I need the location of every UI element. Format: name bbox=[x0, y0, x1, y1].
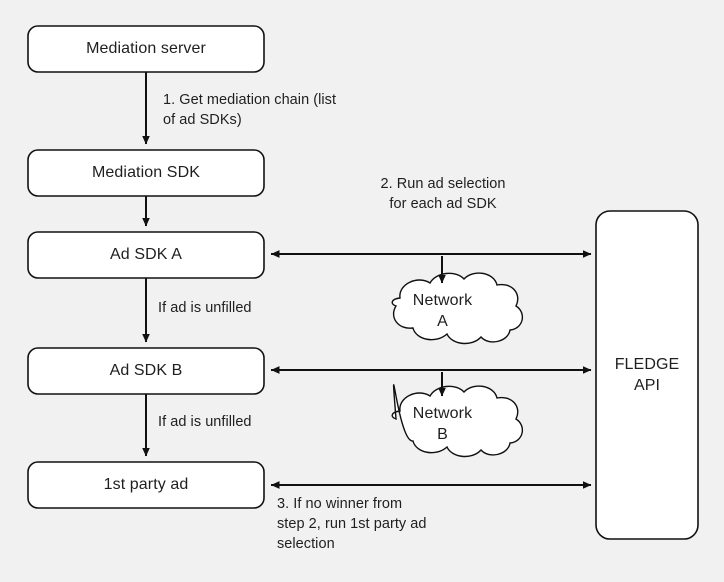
edge-label-step-1: 1. Get mediation chain (list of ad SDKs) bbox=[163, 92, 337, 128]
node-ad-sdk-a-shape bbox=[27, 231, 265, 279]
edge-label-ad-sdk-b-unfilled: If ad is unfilled bbox=[158, 414, 252, 430]
node-mediation-sdk-shape bbox=[27, 149, 265, 197]
cloud-network-a-shape bbox=[391, 272, 524, 345]
node-ad-sdk-b-shape bbox=[27, 347, 265, 395]
node-fledge-api-shape bbox=[595, 210, 699, 540]
node-mediation-server-shape bbox=[27, 25, 265, 73]
node-first-party-ad-shape bbox=[27, 461, 265, 509]
edge-label-step-2: 2. Run ad selection for each ad SDK bbox=[380, 176, 506, 212]
edge-label-step-3: 3. If no winner from step 2, run 1st par… bbox=[277, 496, 427, 552]
cloud-network-b-shape bbox=[391, 384, 524, 458]
edge-label-ad-sdk-a-unfilled: If ad is unfilled bbox=[158, 300, 252, 316]
